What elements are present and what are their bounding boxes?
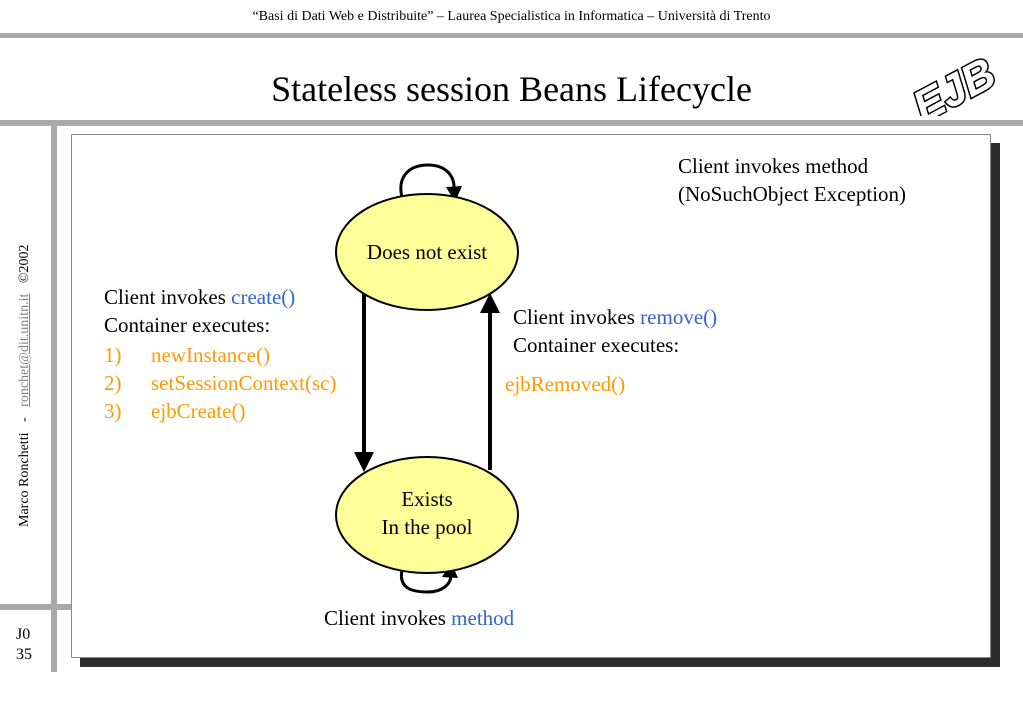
step-number: 3) — [104, 399, 122, 423]
slide-number: J0 35 — [16, 625, 32, 665]
bottom-loop-prefix: Client invokes — [324, 606, 452, 630]
page-title: Stateless session Beans Lifecycle — [271, 69, 752, 109]
step-number: 1) — [104, 343, 122, 367]
slide-page: 35 — [16, 646, 32, 663]
create-step: 1) newInstance() — [104, 341, 336, 369]
create-method: create() — [231, 285, 296, 309]
side-rule — [51, 126, 57, 672]
state-exists-line1: Exists — [401, 487, 453, 511]
top-rule — [0, 33, 1023, 38]
diagram-panel — [71, 134, 991, 658]
title-rule — [0, 120, 1023, 126]
step-text: newInstance() — [151, 343, 270, 367]
create-step-list: 1)newInstance() 2)setSessionContext(sc) … — [104, 341, 336, 425]
remove-method: remove() — [640, 305, 718, 329]
top-loop-arrowhead — [446, 186, 462, 202]
create-container-line: Container executes: — [104, 313, 271, 337]
remove-arrowhead — [480, 293, 500, 313]
create-invoke-line: Client invokes create() — [104, 283, 336, 311]
bottom-loop-arrow — [399, 569, 453, 594]
create-label: Client invokes create() Container execut… — [104, 283, 336, 425]
state-exists-in-pool — [335, 456, 519, 574]
create-arrowhead — [354, 452, 374, 472]
remove-label: Client invokes remove() Container execut… — [513, 303, 717, 359]
bottom-loop-method: method — [451, 606, 515, 630]
footer-rule — [0, 604, 72, 610]
step-text: ejbCreate() — [151, 399, 246, 423]
ejb-logo: EJB — [903, 47, 1005, 116]
course-header: “Basi di Dati Web e Distribuite” – Laure… — [252, 9, 771, 24]
top-loop-line1: Client invokes method — [678, 154, 869, 178]
step-text: setSessionContext(sc) — [151, 371, 337, 395]
bottom-loop-label: Client invokes method — [324, 604, 514, 632]
remove-step: ejbRemoved() — [505, 372, 626, 396]
state-exists-line2: In the pool — [381, 515, 473, 539]
create-step: 3) ejbCreate() — [104, 397, 336, 425]
top-loop-arrow — [399, 163, 456, 202]
remove-container-line: Container executes: — [513, 333, 680, 357]
top-loop-label: Client invokes method (NoSuchObject Exce… — [678, 152, 906, 208]
state-exists-label: Exists In the pool — [336, 485, 518, 541]
remove-invoke-line: Client invokes remove() — [513, 303, 717, 331]
state-does-not-exist-label: Does not exist — [366, 240, 488, 264]
step-number: 2) — [104, 371, 122, 395]
top-loop-line2: (NoSuchObject Exception) — [678, 182, 907, 206]
remove-invoke-prefix: Client invokes — [513, 305, 641, 329]
slide-code: J0 — [16, 626, 31, 643]
state-does-not-exist — [335, 193, 519, 311]
create-step: 2) setSessionContext(sc) — [104, 369, 336, 397]
create-invoke-prefix: Client invokes — [104, 285, 232, 309]
